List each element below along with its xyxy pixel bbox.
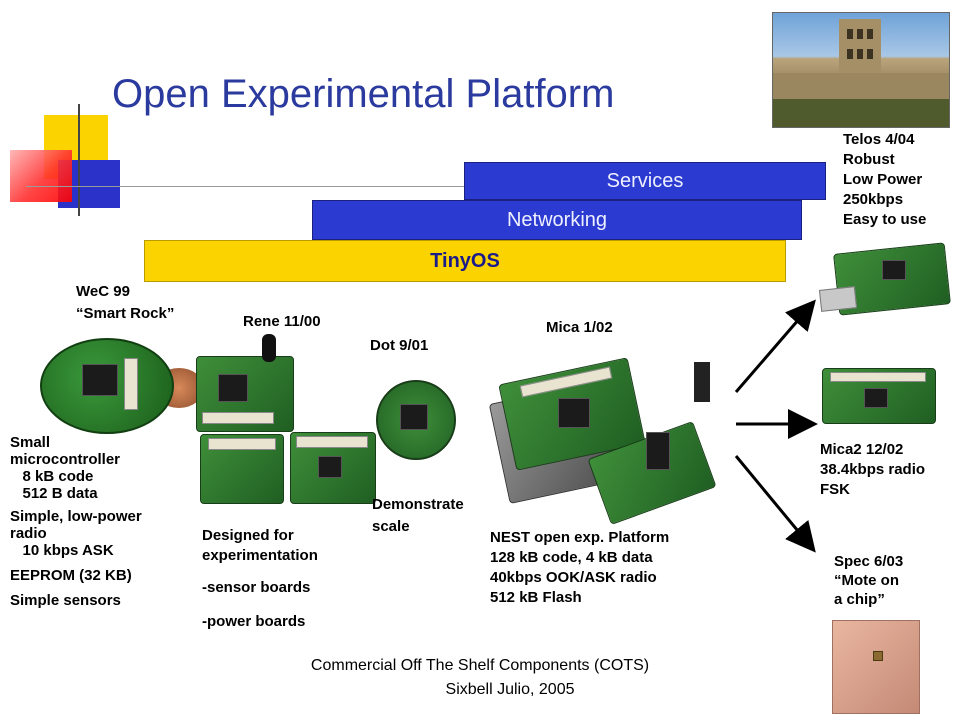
dot-desc-line: scale: [372, 518, 410, 535]
dot-desc-line: Demonstrate: [372, 496, 464, 513]
mica-description: NEST open exp. Platform 128 kB code, 4 k…: [490, 528, 669, 608]
wec-description: Small microcontroller 8 kB code 512 B da…: [10, 434, 142, 609]
tinyos-layer-bar: TinyOS: [144, 240, 786, 282]
telos-mote-photo: [818, 242, 951, 324]
wec-mote-photo: [38, 334, 208, 434]
mica-heading: Mica 1/02: [546, 319, 613, 336]
mica2-description: Mica2 12/02 38.4kbps radio FSK: [820, 440, 925, 500]
rene-sensor-boards-photo: [198, 432, 376, 508]
building-photo: [772, 12, 950, 128]
wec-desc-line: 8 kB code: [10, 468, 94, 485]
networking-layer-bar: Networking: [312, 200, 802, 240]
mica-desc-line: 128 kB code, 4 kB data: [490, 549, 653, 566]
title-underline: [26, 186, 472, 187]
rene-description: Designed for experimentation -sensor boa…: [202, 526, 318, 632]
footer-caption: Commercial Off The Shelf Components (COT…: [0, 654, 960, 702]
rene-desc-line: -power boards: [202, 613, 306, 630]
telos-description: Telos 4/04 Robust Low Power 250kbps Easy…: [843, 130, 926, 230]
spec-desc-line: “Mote on: [834, 572, 899, 589]
mica2-desc-line: 38.4kbps radio: [820, 461, 926, 478]
wec-heading-line: WeC 99: [76, 283, 130, 300]
rene-desc-line: Designed for: [202, 527, 294, 544]
telos-line: Low Power: [843, 171, 923, 188]
spec-desc-line: Spec 6/03: [834, 553, 904, 570]
wec-heading: WeC 99 “Smart Rock”: [76, 282, 174, 324]
wec-desc-line: 10 kbps ASK: [10, 542, 114, 559]
footer-line-2: Sixbell Julio, 2005: [445, 681, 575, 698]
wec-desc-line: Small: [10, 434, 51, 451]
wec-desc-line: Simple, low-power: [10, 508, 142, 525]
mica2-desc-line: Mica2 12/02: [820, 441, 904, 458]
rene-desc-line: experimentation: [202, 547, 318, 564]
wec-desc-line: EEPROM (32 KB): [10, 567, 132, 584]
arrow-to-telos: [734, 299, 816, 393]
dot-heading: Dot 9/01: [370, 337, 429, 354]
telos-line: 250kbps: [843, 191, 904, 208]
wec-desc-line: 512 B data: [10, 485, 98, 502]
rene-desc-line: -sensor boards: [202, 579, 311, 596]
wec-desc-line: radio: [10, 525, 47, 542]
rene-heading: Rene 11/00: [243, 313, 321, 330]
spec-chip-photo: [832, 620, 920, 714]
wec-desc-line: microcontroller: [10, 451, 121, 468]
wec-heading-line: “Smart Rock”: [76, 305, 175, 322]
slide-title: Open Experimental Platform: [112, 72, 615, 116]
footer-line-1: Commercial Off The Shelf Components (COT…: [310, 657, 650, 674]
mica2-mote-photo: [820, 364, 940, 428]
mica-desc-line: NEST open exp. Platform: [490, 529, 670, 546]
mica2-desc-line: FSK: [820, 481, 850, 498]
spec-description: Spec 6/03 “Mote on a chip”: [834, 552, 903, 609]
mica-desc-line: 512 kB Flash: [490, 589, 582, 606]
arrow-to-spec: [734, 455, 816, 553]
decorative-red-square: [10, 150, 72, 202]
telos-line: Telos 4/04: [843, 131, 915, 148]
wec-desc-line: Simple sensors: [10, 592, 121, 609]
dot-description: Demonstrate scale: [372, 494, 464, 538]
telos-line: Robust: [843, 151, 895, 168]
rene-board-photo: [190, 334, 300, 434]
telos-line: Easy to use: [843, 211, 927, 228]
services-layer-bar: Services: [464, 162, 826, 200]
dot-mote-photo: [372, 376, 458, 460]
spec-desc-line: a chip”: [834, 591, 885, 608]
decorative-vertical-line: [78, 104, 80, 216]
mica-desc-line: 40kbps OOK/ASK radio: [490, 569, 657, 586]
mica-mote-photo: [488, 346, 720, 526]
